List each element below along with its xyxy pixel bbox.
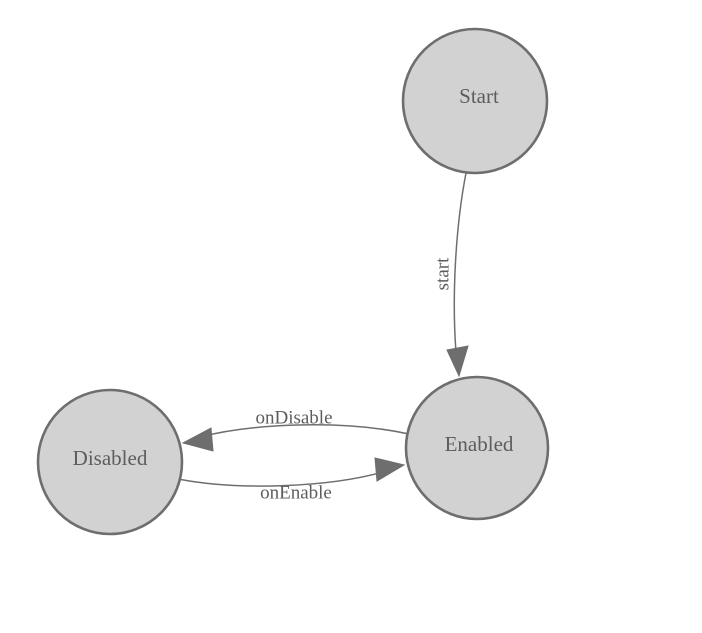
edge-enabled-to-disabled-arrowhead xyxy=(181,427,214,452)
node-disabled-label: Disabled xyxy=(73,446,148,470)
edge-disabled-to-enabled[interactable]: onEnable xyxy=(177,457,406,503)
edge-start-to-enabled-arrowhead xyxy=(446,345,469,378)
edge-start-to-enabled[interactable]: start xyxy=(432,172,469,378)
edge-start-to-enabled-path xyxy=(453,172,467,353)
edge-disabled-to-enabled-path xyxy=(177,471,384,487)
edge-label-on-enable: onEnable xyxy=(260,482,332,503)
node-enabled-label: Enabled xyxy=(445,432,514,456)
node-disabled-circle xyxy=(36,388,184,536)
edge-enabled-to-disabled-path xyxy=(199,424,410,438)
node-start-circle xyxy=(401,27,549,175)
node-enabled[interactable]: Enabled xyxy=(404,375,550,521)
edge-label-on-disable: onDisable xyxy=(255,407,332,428)
node-disabled[interactable]: Disabled xyxy=(36,388,184,536)
node-start[interactable]: Start xyxy=(401,27,549,175)
edge-enabled-to-disabled[interactable]: onDisable xyxy=(181,407,410,452)
edge-disabled-to-enabled-arrowhead xyxy=(374,457,406,482)
node-start-label: Start xyxy=(459,84,499,108)
edge-label-start: start xyxy=(432,257,453,290)
node-enabled-circle xyxy=(404,375,550,521)
